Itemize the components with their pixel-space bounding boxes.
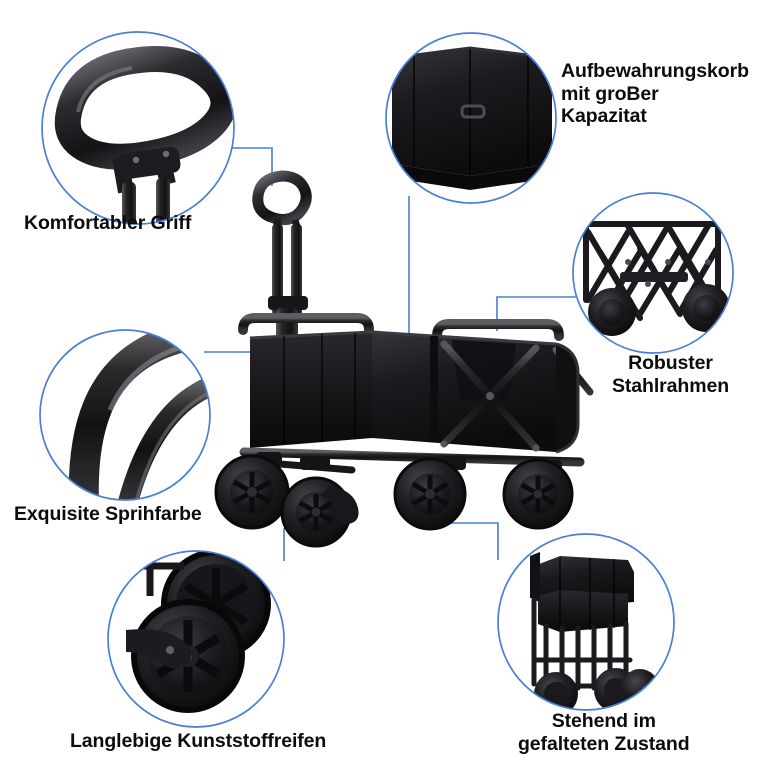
callout-folded-detail (497, 533, 675, 711)
callout-circle-handle (41, 31, 235, 225)
wagon-handle (252, 170, 312, 342)
corner-posts (243, 325, 581, 463)
label-plastic-tires: Langlebige Kunststoffreifen (70, 730, 327, 752)
callout-circle-folded (497, 533, 675, 711)
tire-brake-lever (126, 629, 192, 669)
wheel-front-left (280, 476, 359, 548)
wheel-rear-right (393, 457, 467, 531)
label-paint-finish: Exquisite Sprihfarbe (14, 503, 202, 525)
rail-left (238, 313, 374, 335)
callout-basket-detail (385, 32, 557, 204)
callout-circle-basket (385, 32, 557, 204)
callout-tires-detail (107, 550, 285, 728)
frame-wheel-left (588, 288, 636, 336)
label-steel-frame: Robuster Stahlrahmen (612, 352, 730, 397)
callout-circle-tires (107, 550, 285, 728)
callout-circle-paint (39, 329, 211, 501)
callout-circle-frame (572, 192, 734, 354)
frame-wheel-right (682, 284, 730, 332)
label-comfortable-handle: Komfortabler Griff (24, 212, 192, 234)
label-folded-standing: Stehend im gefalteten Zustand (518, 710, 690, 755)
wheel-front-right (502, 458, 574, 530)
label-storage-basket: Aufbewahrungskorb mit groBer Kapazitat (561, 60, 749, 128)
brake-lever (320, 486, 359, 525)
callout-handle-detail (41, 31, 235, 225)
basket-handle-strap (460, 104, 486, 119)
chassis-rail (239, 447, 585, 467)
callout-paint-detail (39, 329, 211, 501)
scissor-lattice (583, 221, 721, 321)
wheel-rear-left (214, 454, 290, 530)
wagon-wheels (214, 454, 574, 548)
main-wagon-illustration (214, 170, 594, 548)
fabric-left-panel (250, 332, 372, 448)
folded-wheel-back (621, 669, 659, 707)
rail-right (432, 319, 564, 341)
connector-folded (430, 522, 499, 560)
callout-frame-detail (572, 192, 734, 354)
